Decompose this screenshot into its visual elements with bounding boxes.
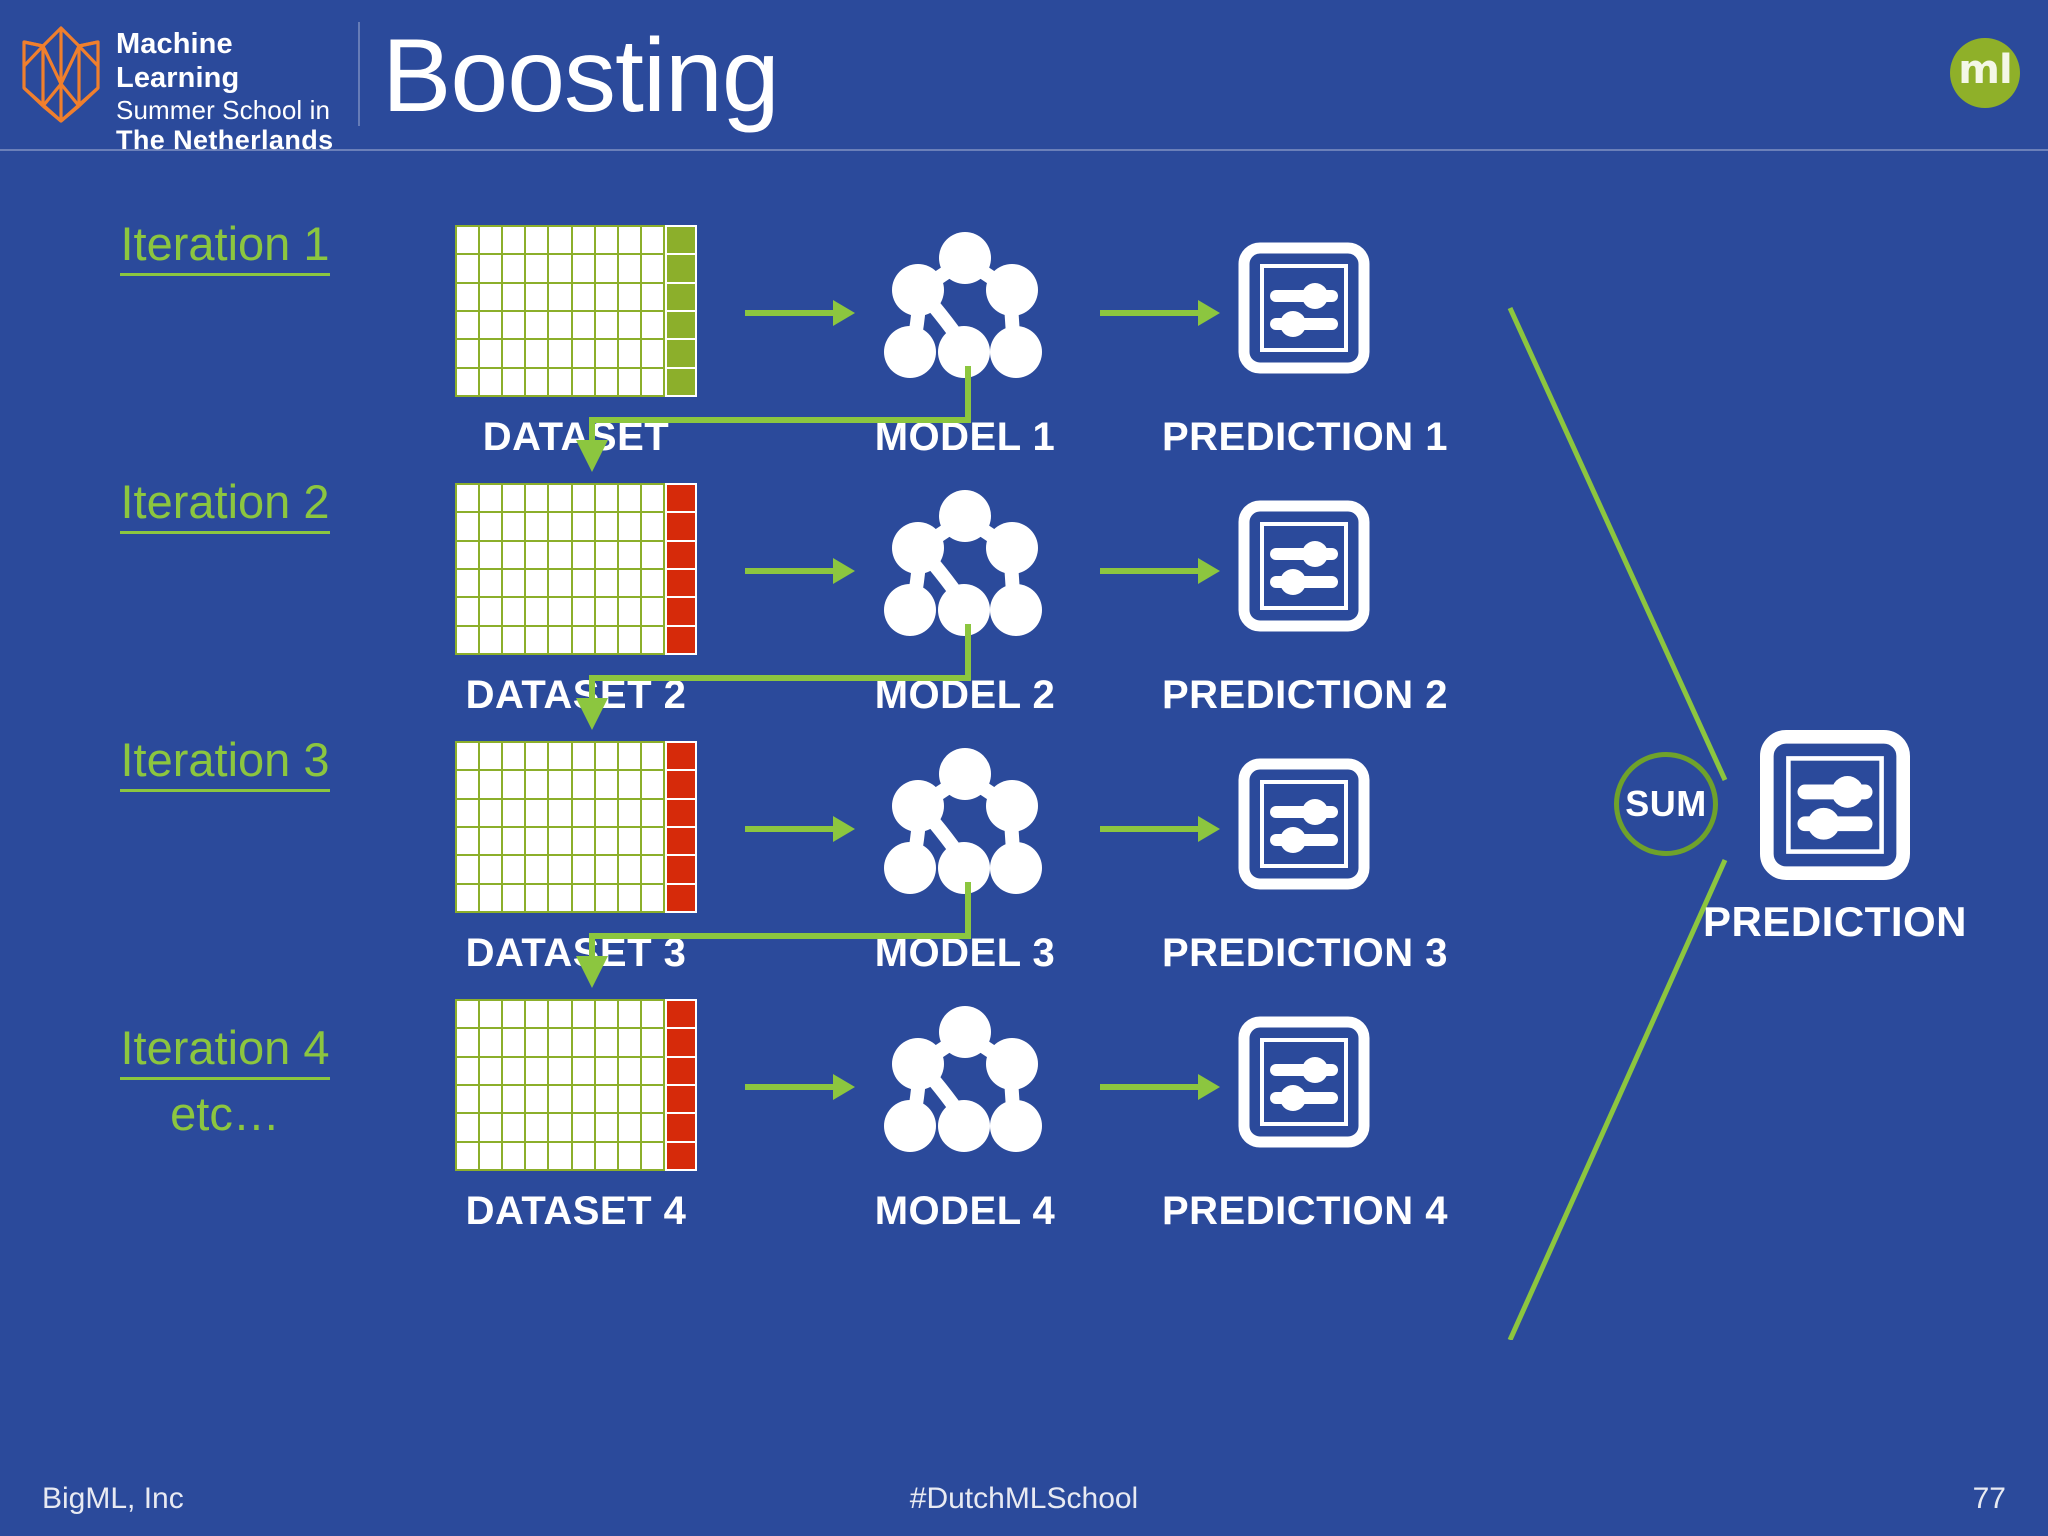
dataset-feature-cells bbox=[455, 483, 665, 655]
header-divider bbox=[358, 22, 360, 126]
iteration-label-sub: etc… bbox=[170, 1086, 280, 1140]
final-prediction-caption: PREDICTION bbox=[1702, 898, 1967, 945]
prediction-caption-2: PREDICTION 2 bbox=[1161, 673, 1449, 717]
iteration-row: Iteration 4 etc… DATASET 4 MODEL 4 PREDICTIO… bbox=[0, 944, 2048, 1244]
slide-footer: BigML, Inc #DutchMLSchool 77 bbox=[0, 1476, 2048, 1536]
dataset-target-column bbox=[665, 741, 697, 913]
sum-converging-lines bbox=[1480, 280, 2040, 1342]
iteration-label-text: Iteration 2 bbox=[120, 475, 330, 534]
arrow-model-to-prediction-1 bbox=[1100, 298, 1220, 328]
dataset-grid-4 bbox=[455, 999, 697, 1171]
prediction-icon-1 bbox=[1238, 242, 1370, 374]
dataset-target-column bbox=[665, 225, 697, 397]
model-tree-icon-3 bbox=[880, 748, 1050, 898]
dataset-grid-3 bbox=[455, 741, 697, 913]
logo-line-1: Machine Learning bbox=[116, 28, 240, 94]
sum-label: SUM bbox=[1625, 783, 1707, 824]
iteration-connector-1 bbox=[570, 360, 1000, 490]
prediction-caption-1: PREDICTION 1 bbox=[1161, 415, 1449, 459]
footer-hashtag: #DutchMLSchool bbox=[909, 1482, 1139, 1515]
header-rule bbox=[0, 149, 2048, 151]
dataset-feature-cells bbox=[455, 741, 665, 913]
prediction-caption-3: PREDICTION 3 bbox=[1161, 931, 1449, 975]
iteration-label-2[interactable]: Iteration 2 bbox=[60, 475, 390, 534]
bigml-badge-label: ml bbox=[1958, 47, 2012, 93]
final-prediction-icon bbox=[1760, 730, 1910, 880]
footer-company: BigML, Inc bbox=[42, 1482, 184, 1515]
iteration-label-3[interactable]: Iteration 3 bbox=[60, 733, 390, 792]
arrow-dataset-to-model-3 bbox=[745, 814, 855, 844]
iteration-label-text: Iteration 4 bbox=[120, 1021, 330, 1080]
dataset-feature-cells bbox=[455, 999, 665, 1171]
arrow-model-to-prediction-4 bbox=[1100, 1072, 1220, 1102]
arrow-dataset-to-model-1 bbox=[745, 298, 855, 328]
page-title: Boosting bbox=[382, 18, 780, 134]
arrow-model-to-prediction-2 bbox=[1100, 556, 1220, 586]
model-tree-icon-2 bbox=[880, 490, 1050, 640]
iteration-connector-3 bbox=[570, 876, 1000, 1006]
footer-page-number: 77 bbox=[1972, 1482, 2006, 1515]
iteration-label-text: Iteration 3 bbox=[120, 733, 330, 792]
prediction-icon-3 bbox=[1238, 758, 1370, 890]
mlss-shield-logo bbox=[18, 22, 104, 126]
dataset-target-column bbox=[665, 483, 697, 655]
model-tree-icon-4 bbox=[880, 1006, 1050, 1156]
dataset-grid-2 bbox=[455, 483, 697, 655]
sum-node: SUM bbox=[1614, 752, 1718, 856]
prediction-icon-2 bbox=[1238, 500, 1370, 632]
prediction-caption-4: PREDICTION 4 bbox=[1161, 1189, 1449, 1233]
iteration-connector-2 bbox=[570, 618, 1000, 748]
arrow-dataset-to-model-2 bbox=[745, 556, 855, 586]
arrow-dataset-to-model-4 bbox=[745, 1072, 855, 1102]
iteration-label-4[interactable]: Iteration 4 etc… bbox=[60, 1021, 390, 1140]
dataset-caption-4: DATASET 4 bbox=[465, 1189, 687, 1233]
iteration-label-1[interactable]: Iteration 1 bbox=[60, 217, 390, 276]
dataset-target-column bbox=[665, 999, 697, 1171]
mlss-logo-text: Machine Learning Summer School in The Ne… bbox=[116, 28, 356, 157]
model-tree-icon-1 bbox=[880, 232, 1050, 382]
model-caption-4: MODEL 4 bbox=[874, 1189, 1056, 1233]
logo-line-3: The Netherlands bbox=[116, 125, 334, 156]
iteration-label-text: Iteration 1 bbox=[120, 217, 330, 276]
slide-header: Machine Learning Summer School in The Ne… bbox=[0, 0, 2048, 155]
dataset-feature-cells bbox=[455, 225, 665, 397]
arrow-model-to-prediction-3 bbox=[1100, 814, 1220, 844]
logo-line-2: Summer School in bbox=[116, 95, 331, 126]
dataset-grid-1 bbox=[455, 225, 697, 397]
bigml-badge-icon: ml bbox=[1950, 38, 2020, 108]
prediction-icon-4 bbox=[1238, 1016, 1370, 1148]
